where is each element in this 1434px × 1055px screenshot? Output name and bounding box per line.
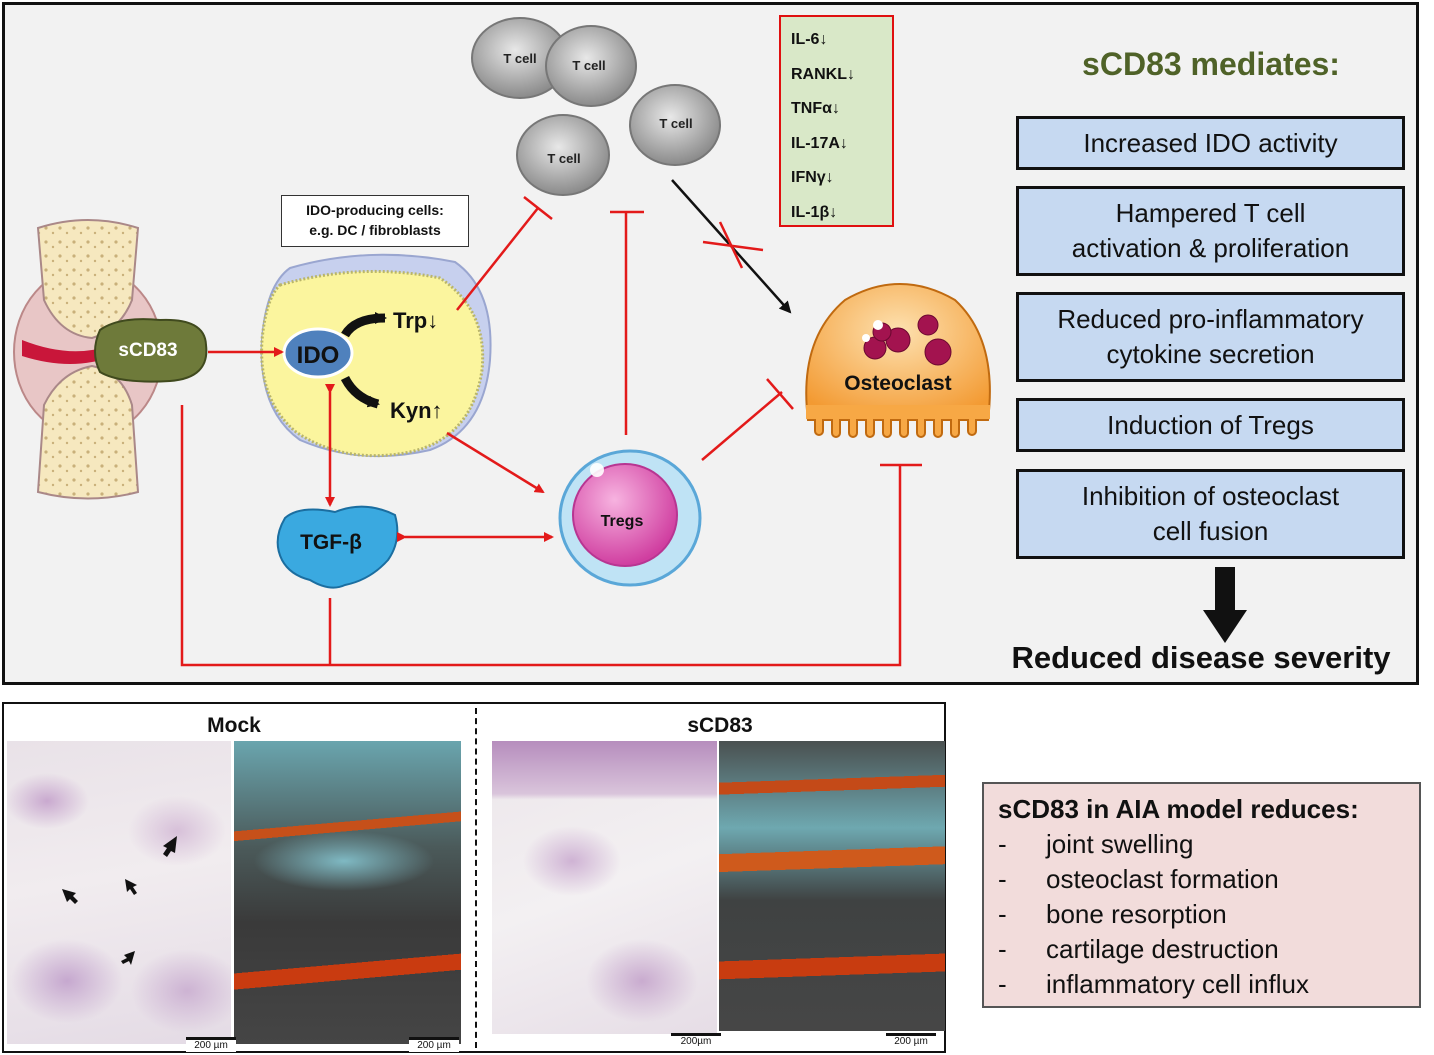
inhibit-bar-tcell-1 — [523, 196, 553, 220]
aia-item: -joint swelling — [998, 829, 1194, 859]
svg-text:T cell: T cell — [572, 58, 605, 73]
mediates-title: sCD83 mediates: — [1082, 46, 1340, 82]
osteoclast-cell: Osteoclast — [805, 283, 991, 438]
cytokine-item: IFNγ↓ — [791, 169, 834, 187]
tregs-cell: Tregs — [558, 449, 702, 587]
scd83-molecule: sCD83 — [94, 318, 208, 383]
scd83-safranin-image — [719, 741, 945, 1031]
svg-text:T cell: T cell — [659, 116, 692, 131]
svg-text:T cell: T cell — [547, 151, 580, 166]
mechanism-diagram: sCD83 IDO Trp↓ Kyn↑ T cell T cell T cell… — [13, 17, 1247, 667]
osteoclast-label: Osteoclast — [844, 372, 951, 395]
tcell-4: T cell — [629, 84, 721, 166]
connector-network — [180, 196, 922, 667]
scd83-label: sCD83 — [118, 340, 177, 361]
scd83-he-image — [492, 741, 717, 1034]
cytokine-item: IL-6↓ — [791, 31, 828, 48]
tregs-label: Tregs — [601, 513, 644, 530]
aia-item: -osteoclast formation — [998, 864, 1279, 894]
ido-producing-cells-box: IDO-producing cells: e.g. DC / fibroblas… — [281, 195, 469, 247]
mock-title: Mock — [207, 714, 261, 737]
mock-arrows — [62, 836, 177, 965]
cytokine-item: IL-17A↓ — [791, 134, 848, 152]
tgf-beta: TGF-β — [276, 505, 399, 589]
scd83-title: sCD83 — [687, 714, 753, 737]
scale-bar: 200 µm — [409, 1037, 459, 1052]
outcome-label: Reduced disease severity — [1011, 640, 1391, 675]
tcell-cluster: T cell T cell T cell T cell — [471, 17, 721, 196]
inhibit-scd83-osteoclast — [180, 405, 902, 667]
scale-bar: 200µm — [671, 1033, 721, 1048]
inhibit-tregs-osteoclast — [701, 391, 783, 461]
group-divider — [475, 708, 477, 1048]
arrow-kyn-to-tregs — [446, 431, 545, 494]
cytokine-list: IL-6↓ RANKL↓ TNFα↓ IL-17A↓ IFNγ↓ IL-1β↓ — [779, 15, 894, 227]
cytokine-item: RANKL↓ — [791, 65, 855, 83]
trp-label: Trp↓ — [393, 308, 438, 333]
inhibit-bar-osteoclast-1 — [766, 378, 794, 410]
mock-safranin-image — [234, 741, 461, 1044]
mediates-item-tregs: Induction of Tregs — [1016, 398, 1405, 452]
cytokine-item: TNFα↓ — [791, 100, 840, 118]
aia-item: -cartilage destruction — [998, 934, 1279, 964]
svg-text:T cell: T cell — [503, 51, 536, 66]
tcell-3: T cell — [516, 114, 610, 196]
aia-title: sCD83 in AIA model reduces: — [998, 794, 1359, 824]
inhibit-trp-tcell — [456, 207, 539, 311]
histology-panel: Mock sCD83 200 µm 200 µm 200µm 200 µm — [2, 702, 946, 1053]
ido-cells-line2: e.g. DC / fibroblasts — [309, 222, 441, 238]
aia-item: -inflammatory cell influx — [998, 969, 1309, 999]
aia-summary-box: sCD83 in AIA model reduces: -joint swell… — [982, 782, 1421, 1008]
aia-item: -bone resorption — [998, 899, 1227, 929]
scale-bar: 200 µm — [886, 1033, 936, 1048]
ido-label: IDO — [297, 342, 340, 369]
ido-cells-line1: IDO-producing cells: — [306, 202, 444, 218]
tgf-label: TGF-β — [300, 531, 362, 554]
tcell-2: T cell — [545, 25, 637, 107]
blocked-cytokine-path — [671, 179, 792, 314]
mock-he-image — [7, 741, 231, 1044]
outcome-arrow — [1203, 567, 1247, 643]
mediates-item-ido: Increased IDO activity — [1016, 116, 1405, 170]
kyn-label: Kyn↑ — [390, 398, 443, 423]
ido-producing-cell: IDO Trp↓ Kyn↑ — [260, 253, 492, 458]
cytokine-item: IL-1β↓ — [791, 203, 838, 221]
scale-bar: 200 µm — [186, 1037, 236, 1052]
